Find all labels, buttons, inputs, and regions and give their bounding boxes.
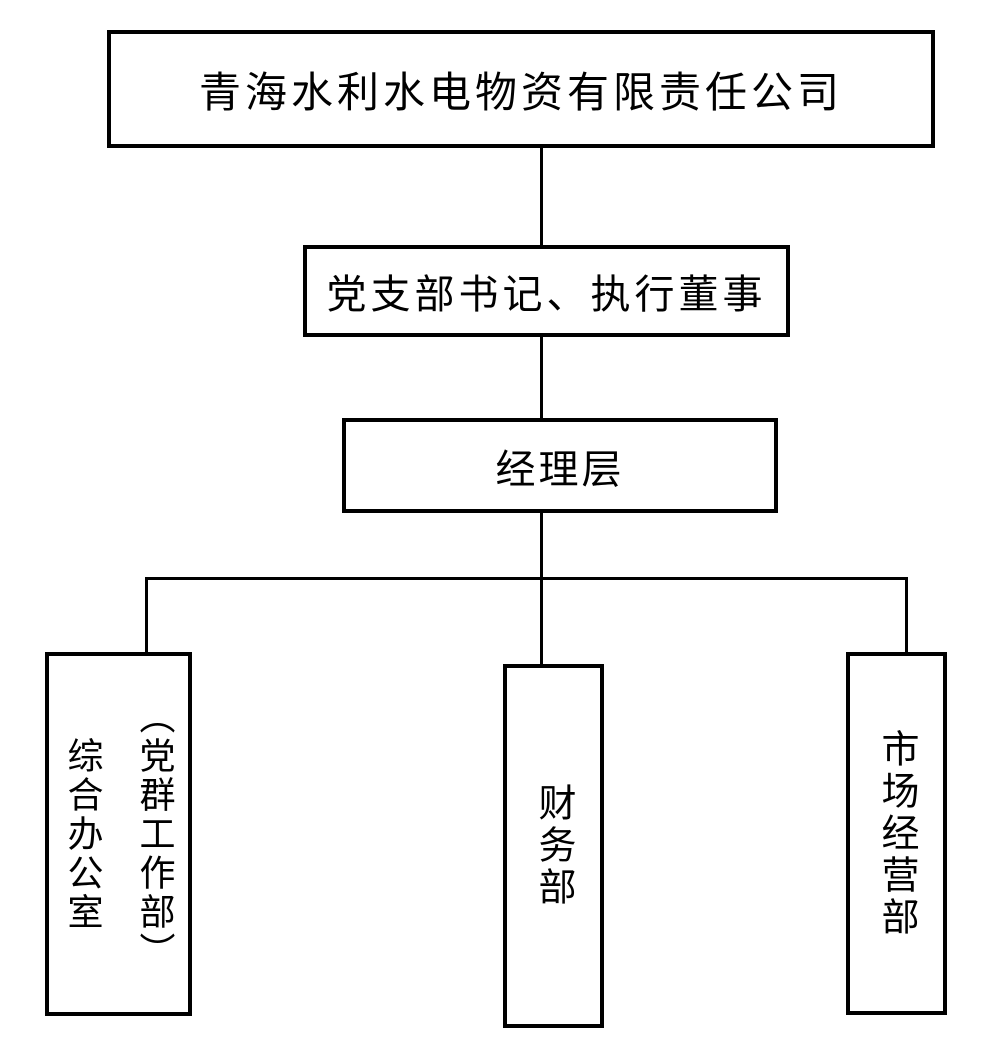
- node-party-secretary-executive-director: 党支部书记、执行董事: [303, 245, 790, 337]
- connector-management-trunk: [540, 513, 543, 577]
- connector-drop-market-dept: [905, 577, 908, 652]
- node-finance-dept-label: 财务部: [532, 783, 574, 909]
- node-company-label: 青海水利水电物资有限责任公司: [198, 70, 843, 117]
- node-market-dept-label: 市场经营部: [875, 728, 917, 939]
- node-management-level: 经理层: [342, 418, 778, 513]
- node-general-office: 综合办公室 （党群工作部）: [45, 652, 192, 1016]
- node-company: 青海水利水电物资有限责任公司: [107, 30, 935, 148]
- connector-drop-general-office: [145, 577, 148, 652]
- node-party-secretary-label: 党支部书记、执行董事: [326, 272, 767, 317]
- connector-drop-finance-dept: [540, 577, 543, 664]
- connector-secretary-management: [540, 337, 543, 418]
- node-finance-dept: 财务部: [503, 664, 604, 1028]
- node-market-dept: 市场经营部: [846, 652, 947, 1015]
- node-general-office-label-line2: （党群工作部）: [134, 697, 175, 971]
- node-management-label: 经理层: [495, 446, 625, 492]
- connector-company-secretary: [540, 148, 543, 245]
- connector-horizontal-trunk: [145, 577, 908, 580]
- node-general-office-label-line1: 综合办公室: [62, 736, 103, 932]
